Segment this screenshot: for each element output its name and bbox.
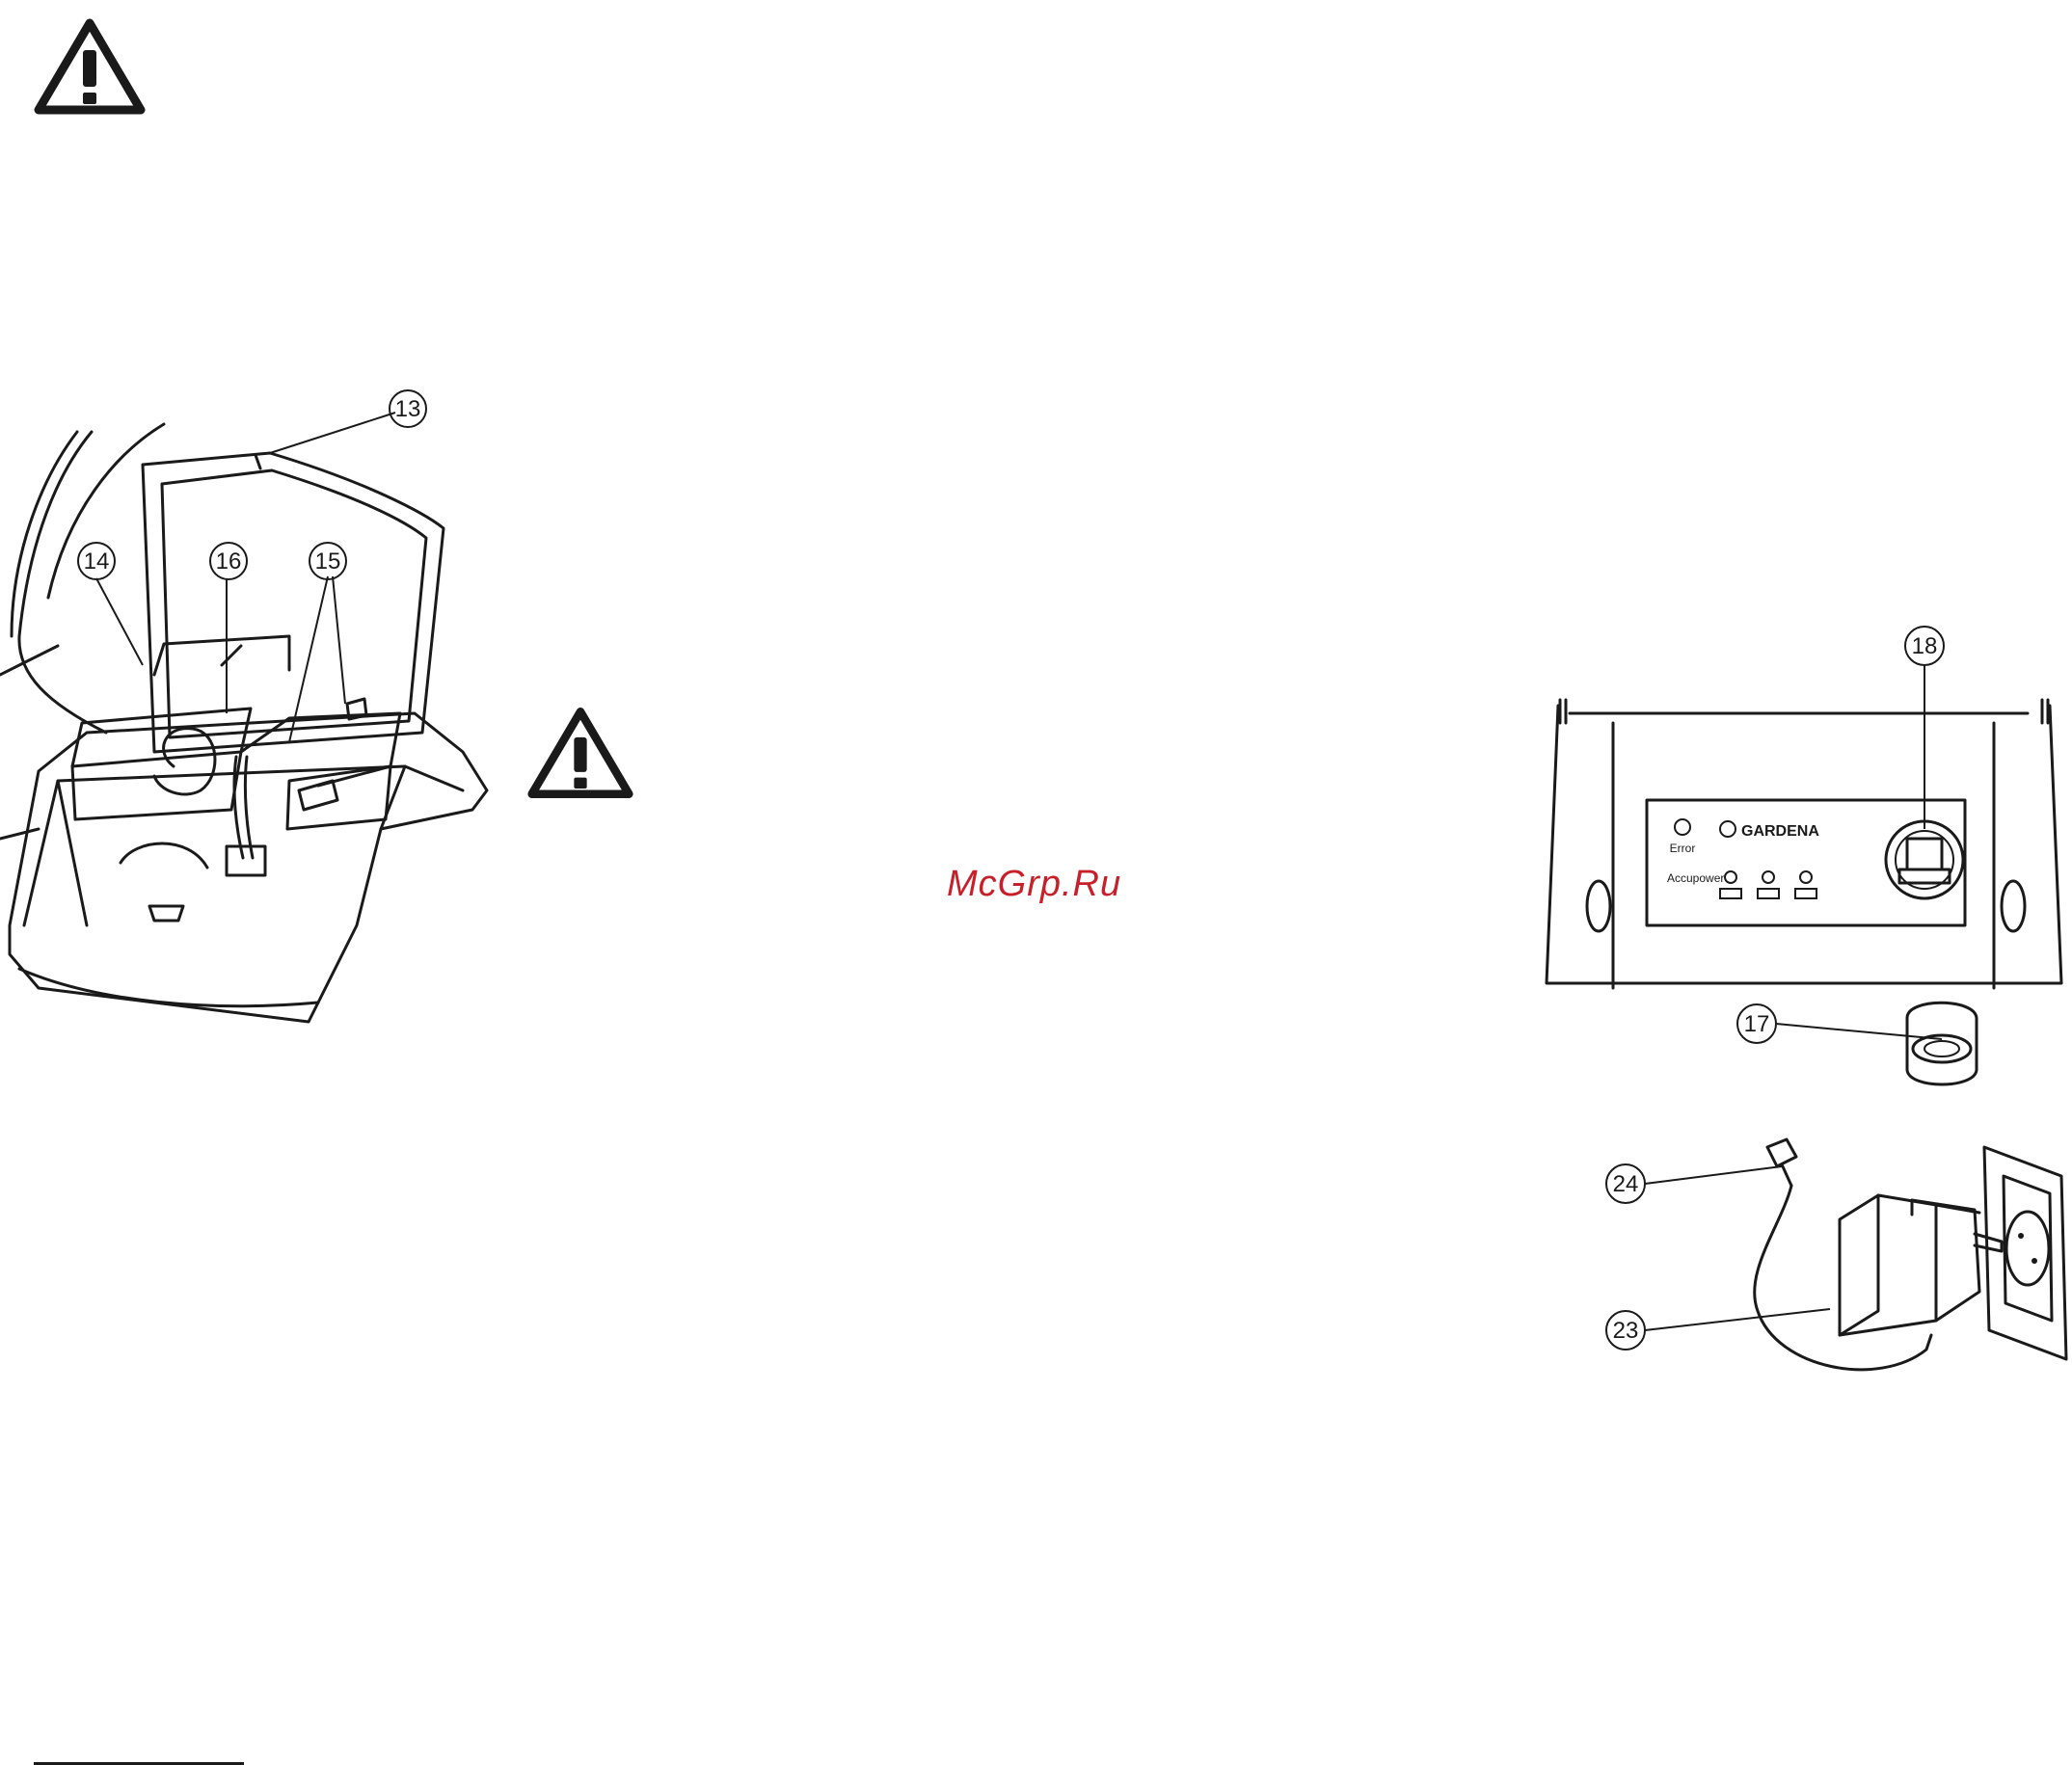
callout-23: 23	[1613, 1318, 1639, 1344]
charging-station-illustration: 18 Error GARDENA Accupower 17	[1541, 617, 2071, 1099]
callout-24: 24	[1613, 1171, 1639, 1197]
warning-triangle-icon	[526, 706, 634, 800]
warning-triangle-icon	[33, 17, 147, 116]
callout-18: 18	[1912, 633, 1938, 659]
callout-16: 16	[216, 548, 242, 575]
brand-label: GARDENA	[1741, 823, 1819, 840]
power-adapter-illustration: 24 23	[1589, 1128, 2071, 1398]
callout-17: 17	[1744, 1011, 1770, 1037]
callout-14: 14	[84, 548, 110, 575]
battery-compartment-illustration: 13 14 16 15	[0, 386, 492, 1041]
callout-13: 13	[395, 396, 421, 422]
watermark: McGrp.Ru	[947, 864, 1121, 905]
callout-15: 15	[315, 548, 341, 575]
error-label: Error	[1670, 842, 1696, 855]
accupower-label: Accupower	[1667, 871, 1724, 885]
